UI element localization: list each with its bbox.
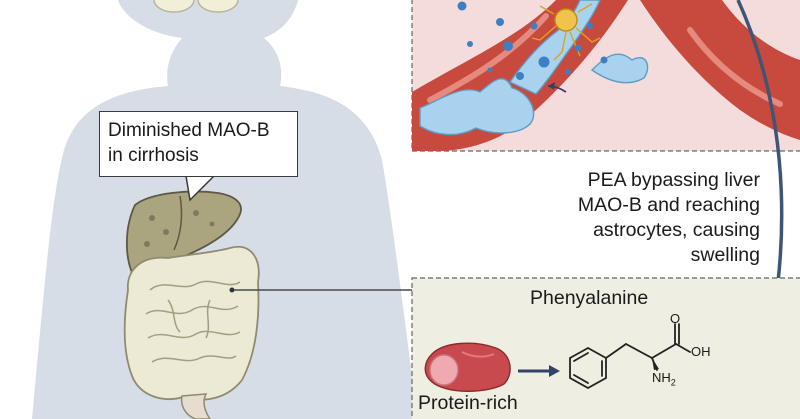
- atom-hydroxyl-label: OH: [691, 344, 711, 359]
- neuron: [531, 3, 601, 61]
- pathway-text-line-4: swelling: [690, 244, 760, 266]
- intestines: [123, 245, 260, 419]
- pathway-text-line-2: MAO-B and reaching: [577, 194, 760, 216]
- pea-molecules: [457, 1, 608, 80]
- compound-name: Phenyalanine: [530, 287, 649, 309]
- atom-oxygen-label: O: [670, 311, 681, 326]
- food-label: Protein-rich: [418, 392, 518, 414]
- amine-subscript: 2: [670, 377, 676, 388]
- meat-icon: [424, 342, 511, 392]
- pathway-text-line-1: PEA bypassing liver: [587, 169, 760, 191]
- cirrhosis-callout: Diminished MAO-B in cirrhosis: [99, 111, 298, 177]
- conversion-arrow: [518, 365, 560, 377]
- callout-pointer: [185, 175, 215, 202]
- callout-line-1: Diminished MAO-B: [108, 120, 270, 141]
- astrocytes: [419, 0, 649, 136]
- pea-pathway-text: PEA bypassing liver MAO-B and reaching a…: [530, 168, 760, 268]
- atom-amine-label: NH2: [652, 370, 676, 388]
- brain-panel: [411, 0, 800, 152]
- brain-hint: [153, 0, 239, 13]
- pathway-text-line-3: astrocytes, causing: [593, 219, 760, 241]
- callout-line-2: in cirrhosis: [108, 145, 199, 166]
- amine-nh: NH: [652, 370, 671, 385]
